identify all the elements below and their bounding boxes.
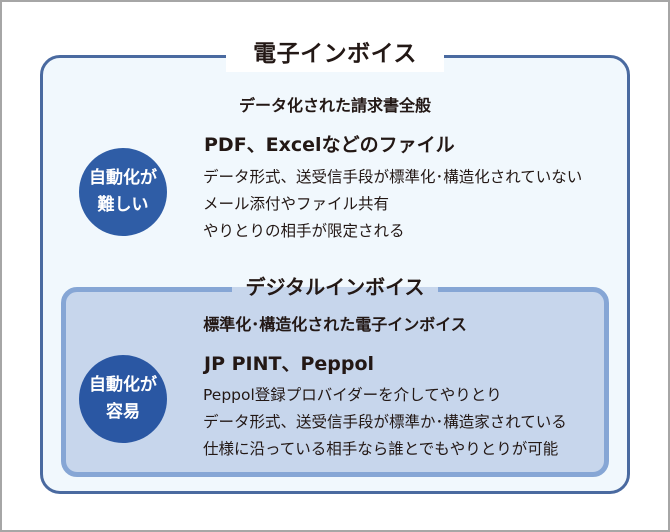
digital-invoice-subtitle: 標準化･構造化された電子インボイス: [203, 315, 467, 334]
digital-invoice-heading: JP PINT、Peppol: [204, 353, 375, 375]
badge-line-1: 自動化が: [89, 168, 157, 188]
badge-line-2: 容易: [106, 402, 140, 422]
digital-invoice-description: Peppol登録プロバイダーを介してやりとり データ形式、送受信手段が標準か･構…: [203, 382, 567, 463]
e-invoice-title: 電子インボイス: [226, 36, 444, 72]
e-invoice-description: データ形式、送受信手段が標準化･構造化されていない メール添付やファイル共有 や…: [203, 164, 582, 245]
description-line: メール添付やファイル共有: [203, 195, 390, 213]
e-invoice-heading: PDF、Excelなどのファイル: [204, 134, 455, 156]
description-line: やりとりの相手が限定される: [203, 222, 405, 240]
digital-invoice-title: デジタルインボイス: [232, 272, 438, 302]
badge-line-1: 自動化が: [89, 375, 157, 395]
automation-easy-badge: 自動化が 容易: [79, 355, 167, 443]
description-line: 仕様に沿っている相手なら誰とでもやりとりが可能: [203, 440, 559, 458]
e-invoice-subtitle: データ化された請求書全般: [238, 96, 431, 115]
description-line: Peppol登録プロバイダーを介してやりとり: [203, 386, 502, 404]
description-line: データ形式、送受信手段が標準化･構造化されていない: [203, 168, 583, 186]
badge-line-2: 難しい: [97, 195, 149, 215]
automation-difficult-badge: 自動化が 難しい: [79, 148, 167, 236]
description-line: データ形式、送受信手段が標準か･構造家されている: [203, 413, 567, 431]
